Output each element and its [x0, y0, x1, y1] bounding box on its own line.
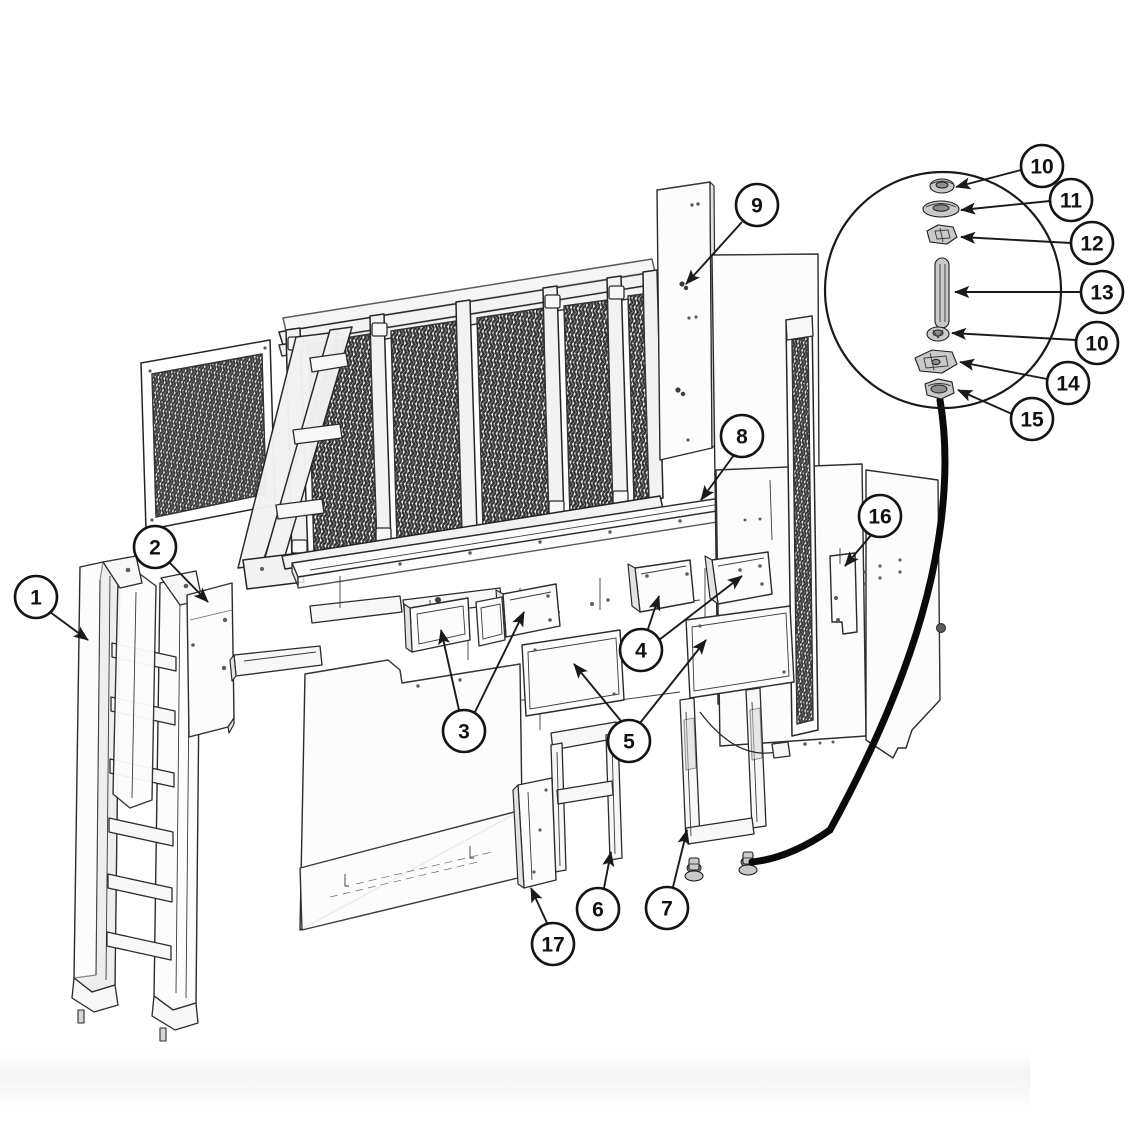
callout-4[interactable]: 4	[618, 627, 664, 673]
hose-routing-line	[748, 396, 949, 866]
callout-circle-12[interactable]	[1069, 220, 1115, 266]
callout-9[interactable]: 9	[734, 182, 780, 228]
callout-circle-10[interactable]	[1074, 320, 1120, 366]
detail-part-11-washer	[922, 200, 960, 218]
part-5-access-cover-b	[685, 605, 795, 699]
detail-part-13-threaded-rod	[934, 257, 950, 329]
callout-circle-7[interactable]	[644, 885, 690, 931]
part-4-gusset-a	[627, 559, 695, 613]
callout-circle-9[interactable]	[734, 182, 780, 228]
detail-part-10-nut-upper	[929, 178, 955, 194]
bottom-shading-band	[0, 1052, 1030, 1112]
callout-5[interactable]: 5	[606, 718, 652, 764]
large-body-side-panel	[299, 659, 523, 931]
detail-part-14-bracket	[914, 349, 958, 374]
callout-circle-13[interactable]	[1079, 269, 1125, 315]
part-5-access-cover-a	[521, 629, 625, 717]
callout-circle-8[interactable]	[719, 413, 765, 459]
callout-10[interactable]: 10	[1074, 320, 1120, 366]
callout-circle-2[interactable]	[132, 524, 178, 570]
part-2-side-panel	[186, 582, 235, 738]
mesh-railing-assembly	[140, 258, 664, 590]
callout-circle-6[interactable]	[575, 886, 621, 932]
callout-17[interactable]: 17	[530, 921, 576, 967]
part-7-outer-frame	[679, 687, 791, 845]
callout-circle-3[interactable]	[441, 708, 487, 754]
part-8-platform-deck	[291, 485, 807, 589]
part-17-trim-strip	[512, 777, 557, 889]
part-9-back-panel	[656, 181, 717, 461]
callout-circle-5[interactable]	[606, 718, 652, 764]
callout-circle-14[interactable]	[1045, 360, 1091, 406]
bottom-fastener-left	[684, 857, 704, 882]
hardware-detail-bubble	[823, 170, 1063, 410]
callout-12[interactable]: 12	[1069, 220, 1115, 266]
plate-hole-dots	[863, 558, 902, 586]
callout-7[interactable]: 7	[644, 885, 690, 931]
callout-10[interactable]: 10	[1019, 143, 1065, 189]
callout-8[interactable]: 8	[719, 413, 765, 459]
callout-13[interactable]: 13	[1079, 269, 1125, 315]
detail-part-12-clamp-plate	[926, 224, 958, 245]
callout-circle-15[interactable]	[1009, 396, 1055, 442]
callout-14[interactable]: 14	[1045, 360, 1091, 406]
callout-circle-10[interactable]	[1019, 143, 1065, 189]
callout-11[interactable]: 11	[1048, 177, 1094, 223]
part-3-cover-bracket-a	[403, 597, 471, 653]
callout-circle-1[interactable]	[13, 574, 59, 620]
bottom-fastener-right	[738, 851, 758, 876]
part-ladder	[71, 555, 203, 1042]
detail-part-15-retainer	[924, 378, 955, 400]
callout-circle-4[interactable]	[618, 627, 664, 673]
lower-support-beam	[229, 645, 323, 682]
detail-part-10-nut-lower	[926, 326, 950, 342]
callout-15[interactable]: 15	[1009, 396, 1055, 442]
callout-circle-16[interactable]	[857, 493, 903, 539]
callout-16[interactable]: 16	[857, 493, 903, 539]
body-panel-slots	[329, 846, 493, 898]
callout-circle-17[interactable]	[530, 921, 576, 967]
callout-1[interactable]: 1	[13, 574, 59, 620]
leader-lines	[49, 169, 1081, 924]
callout-2[interactable]: 2	[132, 524, 178, 570]
callout-6[interactable]: 6	[575, 886, 621, 932]
vertical-mesh-column	[785, 315, 819, 737]
callout-circle-11[interactable]	[1048, 177, 1094, 223]
callout-3[interactable]: 3	[441, 708, 487, 754]
